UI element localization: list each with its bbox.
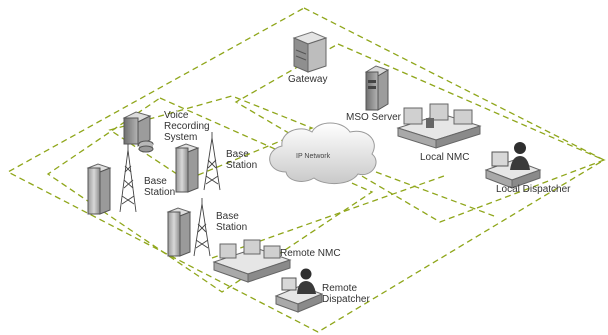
local-dispatcher-icon	[484, 142, 542, 189]
voice-recording-label: Voice Recording System	[164, 110, 210, 143]
local-zone-border	[234, 43, 606, 223]
voice-recording-server-icon	[122, 111, 154, 153]
ip-network-label: IP Network	[296, 153, 331, 160]
remote-dispatcher-label: Remote Dispatcher	[322, 283, 370, 305]
local-nmc-label: Local NMC	[420, 152, 470, 163]
remote-dispatcher-icon	[274, 268, 324, 313]
site-zone-border	[108, 95, 314, 181]
base-station-label-1: Base Station	[144, 176, 176, 198]
base-station-label-3: Base Station	[216, 211, 248, 233]
local-nmc-icon	[396, 103, 482, 149]
remote-nmc-icon	[212, 239, 292, 283]
zone-link-line-2	[375, 171, 495, 217]
ip-network-cloud	[269, 122, 377, 184]
outer-zone-border	[6, 7, 606, 333]
base-station-icon-1	[86, 144, 137, 215]
base-station-label-2: Base Station	[226, 149, 258, 171]
local-dispatcher-label: Local Dispatcher	[496, 184, 571, 195]
base-station-icon-3	[166, 198, 211, 257]
mso-server-label: MSO Server	[346, 112, 402, 123]
base-station-icon-2	[174, 132, 221, 193]
gateway-icon	[292, 31, 328, 73]
remote-nmc-label: Remote NMC	[280, 248, 341, 259]
gateway-label: Gateway	[288, 74, 328, 85]
mso-server-icon	[364, 65, 390, 111]
